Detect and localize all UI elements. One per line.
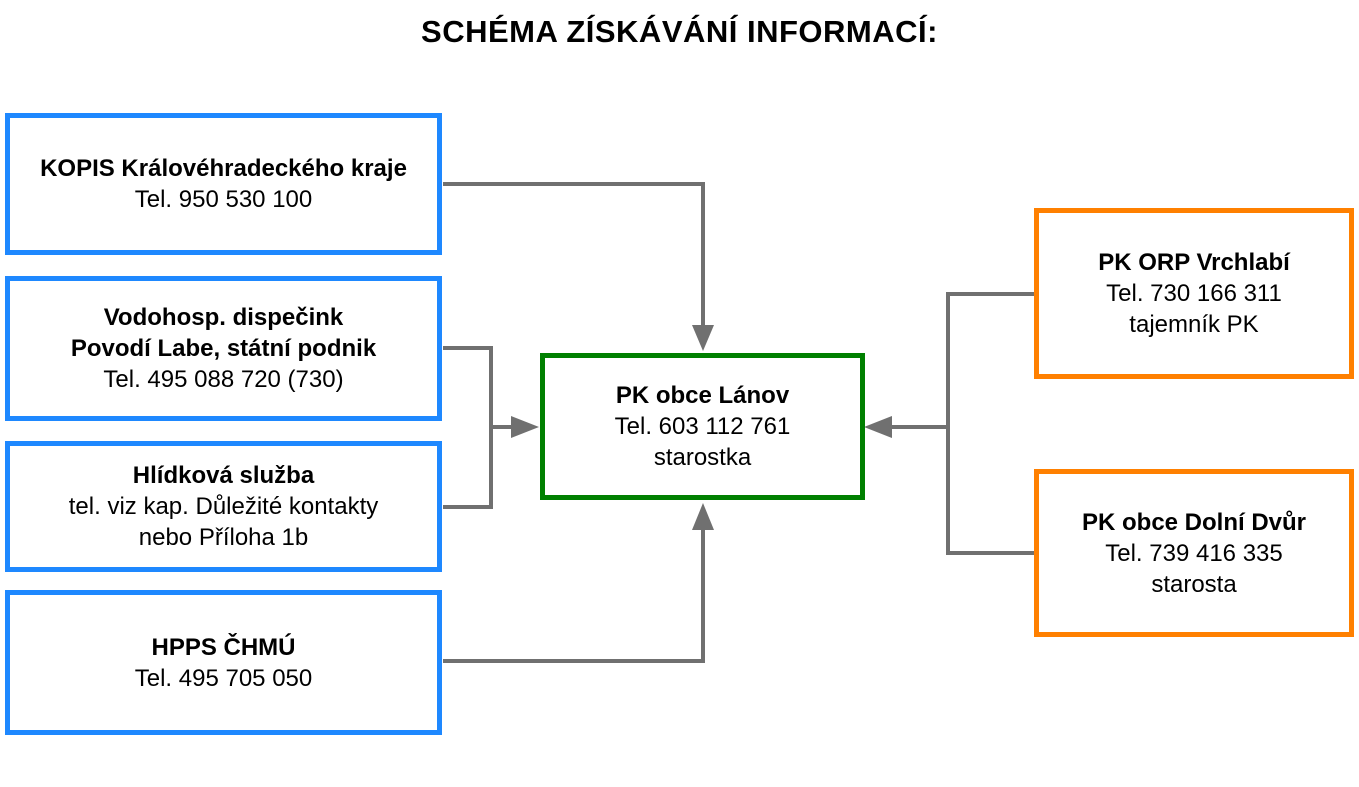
neighbor-box-dolni-dvur: PK obce Dolní Dvůr Tel. 739 416 335 star…: [1034, 469, 1354, 637]
neighbor-box-vrchlabi: PK ORP Vrchlabí Tel. 730 166 311 tajemní…: [1034, 208, 1354, 379]
neighbor-role: starosta: [1151, 570, 1237, 598]
source-box-hpps: HPPS ČHMÚ Tel. 495 705 050: [5, 590, 442, 735]
neighbor-name: PK ORP Vrchlabí: [1098, 249, 1290, 276]
center-name: PK obce Lánov: [615, 382, 790, 409]
connector-neighbors-to-junction: [946, 292, 1036, 555]
diagram-title: SCHÉMA ZÍSKÁVÁNÍ INFORMACÍ:: [421, 14, 938, 49]
source-phone: Tel. 495 088 720 (730): [103, 366, 344, 393]
arrowhead-right: [864, 416, 892, 438]
connector-kopis-to-center: [443, 182, 705, 327]
neighbor-name: PK obce Dolní Dvůr: [1081, 508, 1307, 536]
source-name: Hlídková služba: [132, 462, 315, 489]
center-box-lanov: PK obce Lánov Tel. 603 112 761 starostka: [540, 353, 865, 500]
arrowhead-left: [511, 416, 539, 438]
connector-hpps-to-center: [443, 528, 705, 663]
arrowhead-top: [692, 325, 714, 351]
source-box-hlidkova: Hlídková služba tel. viz kap. Důležité k…: [5, 441, 442, 572]
source-name-line-2: Povodí Labe, státní podnik: [70, 335, 377, 362]
neighbor-phone: Tel. 730 166 311: [1106, 280, 1282, 307]
source-name: HPPS ČHMÚ: [151, 633, 296, 661]
source-box-kopis: KOPIS Královéhradeckého kraje Tel. 950 5…: [5, 113, 442, 255]
neighbor-phone: Tel. 739 416 335: [1105, 539, 1283, 567]
neighbor-role: tajemník PK: [1129, 311, 1259, 338]
arrowhead-bottom: [692, 503, 714, 530]
source-name-line-1: Vodohosp. dispečink: [103, 304, 344, 331]
center-role: starostka: [653, 444, 752, 471]
center-phone: Tel. 603 112 761: [614, 413, 791, 440]
connector-vodohosp-to-junction: [443, 346, 493, 509]
source-detail-line-2: nebo Příloha 1b: [138, 524, 309, 551]
source-phone: Tel. 495 705 050: [134, 664, 313, 692]
source-box-vodohosp: Vodohosp. dispečink Povodí Labe, státní …: [5, 276, 442, 421]
source-name: KOPIS Královéhradeckého kraje: [40, 155, 407, 182]
source-detail-line-1: tel. viz kap. Důležité kontakty: [68, 493, 379, 520]
source-phone: Tel. 950 530 100: [134, 186, 313, 213]
